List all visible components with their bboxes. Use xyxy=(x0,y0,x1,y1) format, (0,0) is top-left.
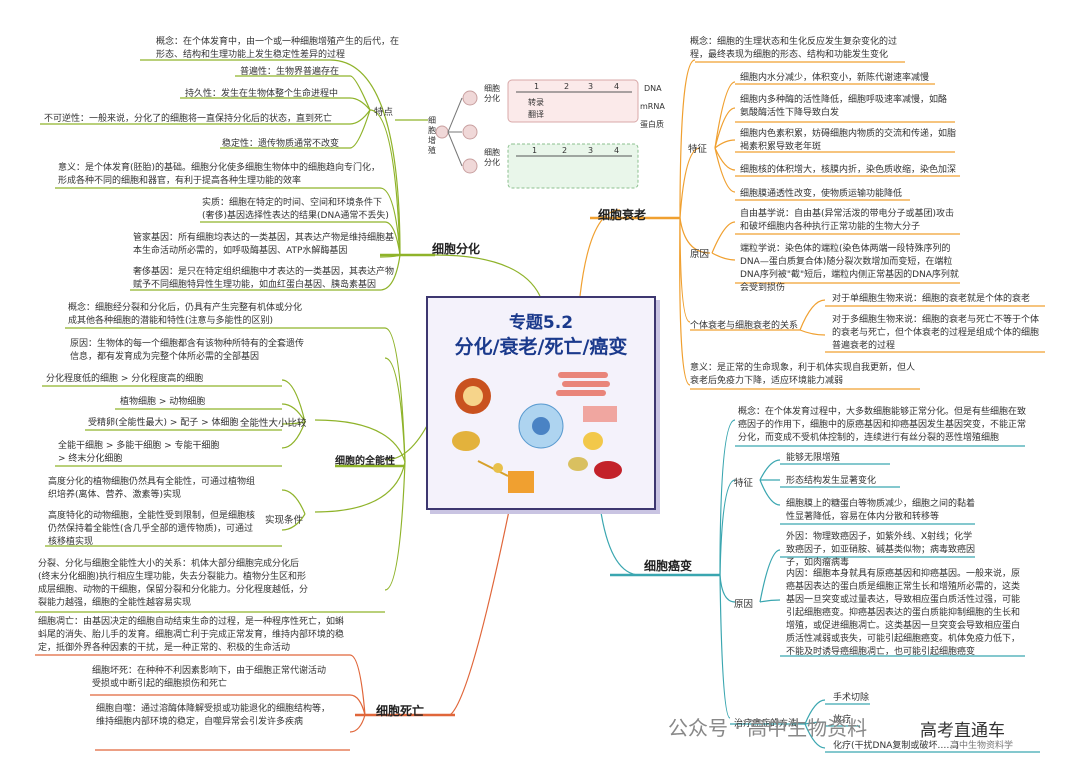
transcription-label: 转录 xyxy=(528,98,544,107)
diff-features-label: 特点 xyxy=(374,107,394,118)
aging-feature-2: 细胞内多种酶的活性降低，细胞呼吸速率减慢，如酪氨酸酶活性下降导致白发 xyxy=(740,95,948,118)
aging-relation-2: 对于多细胞生物来说：细胞的衰老与死亡不等于个体的衰老与死亡，但个体衰老的过程是组… xyxy=(832,315,1040,351)
aging-meaning: 意义：是正常的生命现象，利于机体实现自我更新，但人衰老后免疫力下降，适应环境能力… xyxy=(690,363,916,386)
watermark-small: 高中生物资料学 xyxy=(950,741,1014,751)
cancer-treatment-1: 手术切除 xyxy=(833,693,870,703)
translation-label: 翻译 xyxy=(528,110,544,119)
gene-num-2: 2 xyxy=(564,82,570,91)
toti-conditions-label: 实现条件 xyxy=(265,515,304,526)
diff-feature-3: 不可逆性：一般来说，分化了的细胞将一直保持分化后的状态，直到死亡 xyxy=(44,114,333,124)
diagram-diff-2: 细胞分化 xyxy=(484,148,500,167)
diff-feature-4: 稳定性：遗传物质通常不改变 xyxy=(222,139,340,149)
aging-concept: 概念：细胞的生理状态和生化反应发生复杂变化的过程，最终表现为细胞的形态、结构和功… xyxy=(690,37,898,60)
branch-differentiation: 细胞分化 xyxy=(432,242,481,256)
toti-relation: 分裂、分化与细胞全能性大小的关系：机体大部分细胞完成分化后(终末分化细胞)执行相… xyxy=(38,559,309,608)
cancer-feature-3: 细胞膜上的糖蛋白等物质减少，细胞之间的黏着性显著降低，容易在体内分散和转移等 xyxy=(786,499,976,522)
cancer-features-label: 特征 xyxy=(734,478,754,489)
toti-compare-label: 全能性大小比较 xyxy=(240,418,307,429)
toti-compare-3: 受精卵(全能性最大) > 配子 > 体细胞 xyxy=(88,418,239,428)
branch-cancer: 细胞癌变 xyxy=(644,559,693,573)
toti-compare-1: 分化程度低的细胞 > 分化程度高的细胞 xyxy=(46,374,204,384)
diff-luxury-gene: 奢侈基因：是只在特定组织细胞中才表达的一类基因，其表达产物赋予不同细胞特异性生理… xyxy=(133,267,395,290)
diff-feature-2: 持久性：发生在生物体整个生命进程中 xyxy=(185,89,339,99)
cancer-treatment-label: 治疗癌症的方法 xyxy=(734,719,798,729)
cell-illustration xyxy=(452,372,622,493)
aging-relation-label: 个体衰老与细胞衰老的关系 xyxy=(690,321,799,331)
toti-compare-4: 全能干细胞 > 多能干细胞 > 专能干细胞 > 终末分化细胞 xyxy=(58,441,220,464)
aging-feature-5: 细胞膜通透性改变，使物质运输功能降低 xyxy=(740,189,903,199)
toti-compare-2: 植物细胞 > 动物细胞 xyxy=(120,397,206,407)
diff-meaning: 意义：是个体发育(胚胎)的基础。细胞分化使多细胞生物体中的细胞趋向专门化，形成各… xyxy=(58,163,381,186)
gene-num-3b: 3 xyxy=(588,146,594,155)
dna-label: DNA xyxy=(644,84,662,93)
aging-free-radical: 自由基学说：自由基(异常活泼的带电分子或基团)攻击和破坏细胞内各种执行正常功能的… xyxy=(740,209,955,232)
aging-telomere: 端粒学说：染色体的端粒(染色体两端一段特殊序列的DNA—蛋白质复合体)随分裂次数… xyxy=(740,244,959,293)
gene-num-1b: 1 xyxy=(532,146,538,155)
death-apoptosis: 细胞凋亡：由基因决定的细胞自动结束生命的过程，是一种程序性死亡，如蝌蚪尾的消失、… xyxy=(38,617,345,653)
cancer-treatment-2: 放疗 xyxy=(833,715,852,725)
central-topic-card: 专题5.2 分化/衰老/死亡/癌变 xyxy=(426,296,656,510)
branch-aging: 细胞衰老 xyxy=(598,208,647,222)
watermark-sub: 高考直通车 xyxy=(920,721,1005,741)
diagram-proliferation: 细胞增殖 xyxy=(428,116,436,155)
cancer-external: 外因：物理致癌因子，如紫外线、X射线；化学致癌因子，如亚硝胺、碱基类似物；病毒致… xyxy=(786,532,976,568)
topic-title: 分化/衰老/死亡/癌变 xyxy=(454,336,628,358)
diff-essence: 实质：细胞在特定的时间、空间和环境条件下(奢侈)基因选择性表达的结果(DNA通常… xyxy=(202,198,389,221)
cancer-internal: 内因：细胞本身就具有原癌基因和抑癌基因。一般来说，原癌基因表达的蛋白质是细胞正常… xyxy=(786,569,1021,657)
death-necrosis: 细胞坏死：在种种不利因素影响下，由于细胞正常代谢活动受损或中断引起的细胞损伤和死… xyxy=(92,666,327,689)
toti-condition-2: 高度特化的动物细胞，全能性受到限制，但是细胞核仍然保持着全能性(含几乎全部的遗传… xyxy=(48,511,256,547)
gene-num-2b: 2 xyxy=(562,146,568,155)
diff-feature-1: 普遍性：生物界普遍存在 xyxy=(240,67,340,77)
protein-label: 蛋白质 xyxy=(640,120,664,129)
aging-cause-label: 原因 xyxy=(690,249,710,260)
diff-housekeeping-gene: 管家基因：所有细胞均表达的一类基因，其表达产物是维持细胞基本生命活动所必需的，如… xyxy=(133,233,395,256)
gene-num-4: 4 xyxy=(614,82,620,91)
diagram-diff-1: 细胞分化 xyxy=(484,84,500,103)
aging-feature-4: 细胞核的体积增大，核膜内折，染色质收缩，染色加深 xyxy=(740,165,957,175)
death-autophagy: 细胞自噬：通过溶酶体降解受损或功能退化的细胞结构等，维持细胞内部环境的稳定，自噬… xyxy=(96,704,331,727)
toti-cause: 原因：生物体的每一个细胞都含有该物种所特有的全套遗传信息，都有发育成为完整个体所… xyxy=(70,339,305,362)
aging-features-label: 特征 xyxy=(688,144,708,155)
cancer-cause-label: 原因 xyxy=(734,599,754,610)
gene-num-4b: 4 xyxy=(614,146,620,155)
watermark-brand: 公众号 · 高中生物资料 xyxy=(668,716,868,740)
cancer-concept: 概念：在个体发育过程中，大多数细胞能够正常分化。但是有些细胞在致癌因子的作用下，… xyxy=(738,407,1027,443)
topic-number: 专题5.2 xyxy=(508,313,574,333)
aging-feature-1: 细胞内水分减少，体积变小，新陈代谢速率减慢 xyxy=(740,73,930,83)
aging-feature-3: 细胞内色素积累，妨碍细胞内物质的交流和传递，如脂褐素积累导致老年斑 xyxy=(740,129,957,152)
toti-condition-1: 高度分化的植物细胞仍然具有全能性，可通过植物组织培养(离体、营养、激素等)实现 xyxy=(48,477,256,500)
branch-death: 细胞死亡 xyxy=(376,704,425,718)
diff-concept: 概念：在个体发育中，由一个或一种细胞增殖产生的后代，在形态、结构和生理功能上发生… xyxy=(156,37,400,60)
gene-expression-diagram: 细胞分化 细胞增殖 细胞分化 1 2 3 4 1 2 3 4 转录 翻译 DNA… xyxy=(428,76,678,194)
gene-num-1: 1 xyxy=(534,82,540,91)
cancer-feature-1: 能够无限增殖 xyxy=(786,453,841,463)
mrna-label: mRNA xyxy=(640,102,665,111)
aging-relation-1: 对于单细胞生物来说：细胞的衰老就是个体的衰老 xyxy=(832,294,1031,304)
gene-num-3: 3 xyxy=(588,82,594,91)
toti-concept: 概念：细胞经分裂和分化后，仍具有产生完整有机体或分化成其他各种细胞的潜能和特性(… xyxy=(68,303,303,326)
branch-totipotency: 细胞的全能性 xyxy=(335,456,395,467)
cancer-treatment-3: 化疗(干扰DNA复制或破坏……) xyxy=(833,741,959,751)
cancer-feature-2: 形态结构发生显著变化 xyxy=(786,476,877,486)
